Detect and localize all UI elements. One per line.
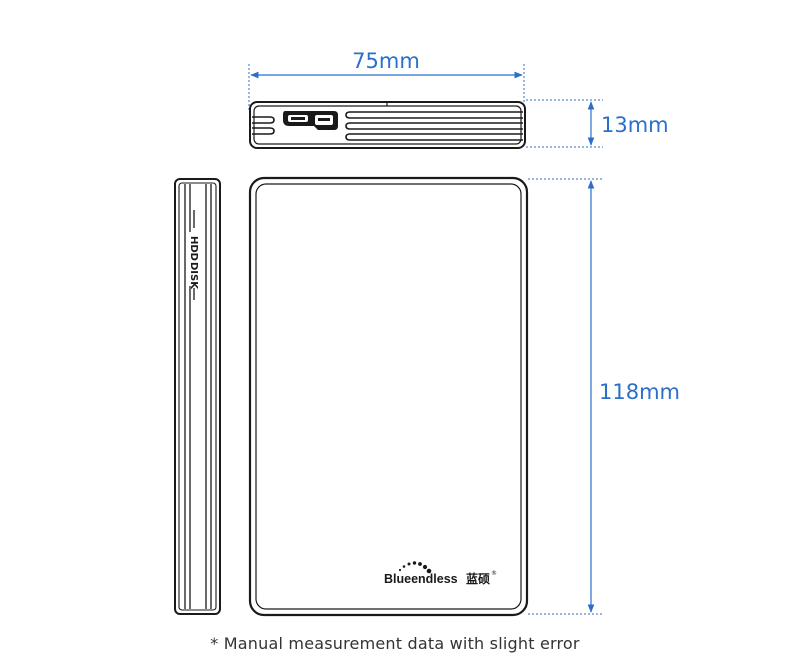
brand-logo: Blueendless 蓝硕 ® <box>384 561 497 586</box>
registered-mark: ® <box>491 570 497 577</box>
logo-dots-icon <box>398 561 432 574</box>
side-label-disk: DISK <box>188 262 199 290</box>
thickness-dimension: 13mm <box>526 99 669 148</box>
side-label-hdd: HDD <box>188 236 199 261</box>
drive-side-view: HDD DISK <box>174 178 221 615</box>
drive-top-edge-view <box>249 101 526 149</box>
width-label: 75mm <box>352 49 420 73</box>
usb3-micro-b-port-icon <box>283 111 338 130</box>
brand-name-cjk: 蓝硕 <box>466 571 490 586</box>
height-dimension: 118mm <box>528 178 680 615</box>
brand-name-latin: Blueendless <box>384 572 458 586</box>
thickness-label: 13mm <box>601 113 669 137</box>
width-dimension: 75mm <box>248 49 525 110</box>
measurement-footnote: * Manual measurement data with slight er… <box>210 634 580 653</box>
drive-front-view: Blueendless 蓝硕 ® <box>248 176 529 617</box>
height-label: 118mm <box>599 380 680 404</box>
